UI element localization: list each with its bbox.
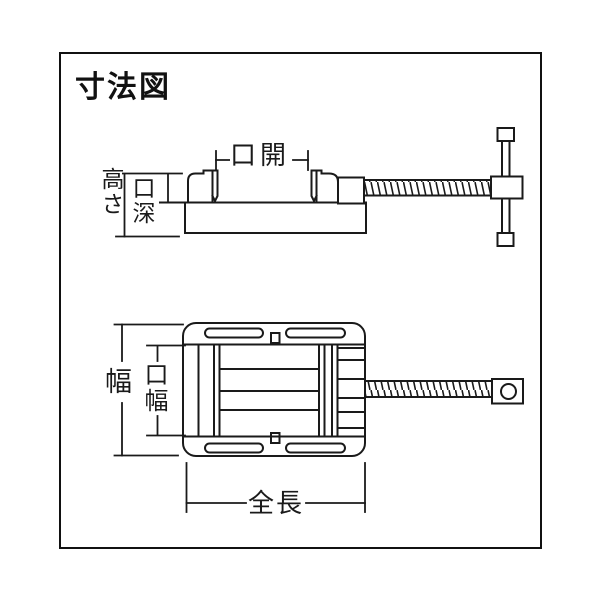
fixed-jaw-side: [310, 169, 365, 205]
top-view-drawing: [113, 322, 524, 513]
t-handle: [490, 127, 524, 247]
label-height: 高さ: [98, 167, 124, 217]
vise-body-interior-lines: [183, 343, 365, 438]
label-jaw-depth: 口深: [129, 176, 155, 226]
handle-hole: [500, 383, 517, 400]
vise-bed-side: [159, 201, 367, 234]
diagram-title: 寸法図: [75, 71, 171, 104]
label-width: 幅: [101, 367, 131, 396]
label-jaw-opening: 口開: [230, 140, 291, 170]
top-view-dimension-lines: [113, 323, 366, 513]
lead-screw-side: [363, 179, 492, 197]
label-jaw-width: 口幅: [140, 362, 167, 414]
side-view-drawing: [115, 127, 524, 247]
lead-screw-top: [364, 378, 524, 405]
diagram-frame: [59, 52, 542, 549]
side-view-dimension-lines: [115, 150, 309, 238]
label-overall-length: 全長: [248, 488, 305, 518]
movable-jaw-side: [187, 169, 219, 204]
mounting-slots: [204, 327, 346, 454]
